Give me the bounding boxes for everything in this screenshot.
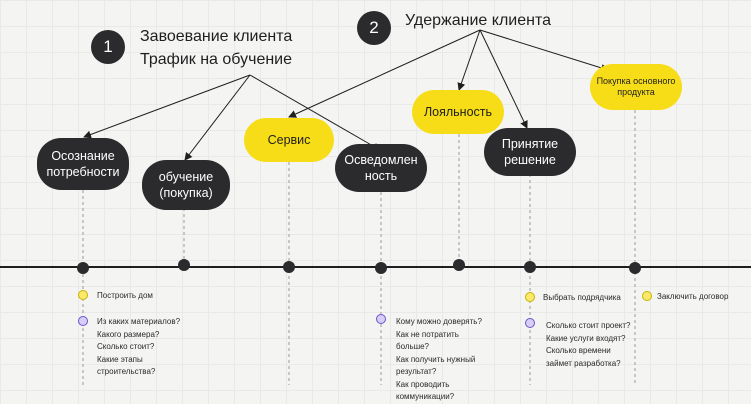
note-sign-contract: Заключить договор: [657, 292, 729, 301]
group-title-acquisition: Завоевание клиента: [140, 28, 293, 45]
timeline-dot-icon: [524, 261, 536, 273]
timeline-dot-icon: [375, 262, 387, 274]
arrow-g2-loyalty: [457, 29, 481, 91]
arrow-g1-learning: [184, 74, 251, 161]
arrow-g2-decision: [479, 29, 528, 129]
group-number-badge: 1: [91, 30, 125, 64]
stage-awareness: Осознание потребности: [37, 138, 129, 190]
yellow-circle-marker-icon: [525, 292, 535, 302]
purple-circle-marker-icon: [78, 316, 88, 326]
timeline-dot-icon: [453, 259, 465, 271]
arrow-g1-awareness: [83, 74, 251, 139]
stage-main-purchase: Покупка основного продукта: [590, 64, 682, 110]
timeline-dot-icon: [77, 262, 89, 274]
stage-learning: обучение (покупка): [142, 160, 230, 210]
stage-decision: Принятие решение: [484, 128, 576, 176]
stage-loyalty: Лояльность: [412, 90, 504, 134]
note-project-questions: Сколько стоит проект? Какие услуги входя…: [546, 321, 631, 368]
timeline-dot-icon: [283, 261, 295, 273]
group-title-retention: Удержание клиента: [405, 12, 551, 29]
note-build-house: Построить дом: [97, 291, 153, 300]
stage-service: Сервис: [244, 118, 334, 162]
yellow-circle-marker-icon: [78, 290, 88, 300]
stage-knowledge: Осведомлен ность: [335, 144, 427, 192]
arrow-g2-service: [288, 29, 481, 118]
group-number-badge: 2: [357, 11, 391, 45]
arrow-g1-knowledge: [249, 74, 381, 151]
yellow-circle-marker-icon: [642, 291, 652, 301]
purple-circle-marker-icon: [376, 314, 386, 324]
timeline-dot-icon: [629, 262, 641, 274]
group-subtitle-traffic: Трафик на обучение: [140, 51, 293, 68]
timeline-dot-icon: [178, 259, 190, 271]
note-choose-contractor: Выбрать подрядчика: [543, 293, 621, 302]
note-trust-questions: Кому можно доверять? Как не потратить бо…: [396, 317, 482, 401]
note-materials-questions: Из каких материалов? Какого размера? Ско…: [97, 317, 181, 376]
arrow-g2-purchase: [479, 29, 609, 72]
purple-circle-marker-icon: [525, 318, 535, 328]
